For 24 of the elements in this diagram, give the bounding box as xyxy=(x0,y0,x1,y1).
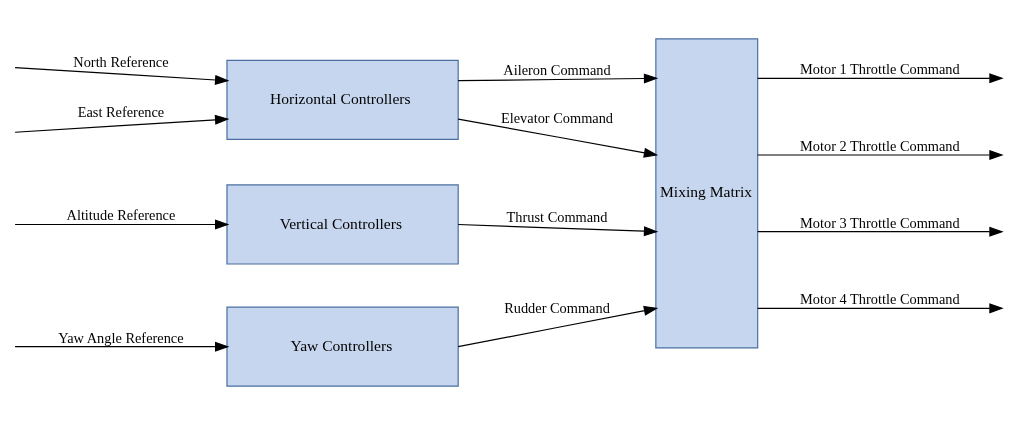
edge-label: Thrust Command xyxy=(506,208,608,225)
edge-label: Aileron Command xyxy=(503,61,611,78)
arrow xyxy=(14,66,230,85)
arrow xyxy=(757,72,1004,83)
edge-label: Altitude Reference xyxy=(66,206,176,223)
edge-label: Yaw Angle Reference xyxy=(58,329,184,346)
edge-label: Rudder Command xyxy=(504,299,610,316)
edge-label: Motor 3 Throttle Command xyxy=(800,214,960,231)
edge-label: Motor 2 Throttle Command xyxy=(800,137,960,154)
arrow xyxy=(14,341,230,352)
arrow xyxy=(757,226,1004,237)
edge-label: Elevator Command xyxy=(500,109,614,126)
arrow xyxy=(457,72,659,83)
arrow xyxy=(457,223,659,236)
arrow xyxy=(14,114,230,133)
arrow xyxy=(457,305,659,347)
edge-label: East Reference xyxy=(77,103,165,120)
arrow xyxy=(14,218,230,229)
arrow xyxy=(757,149,1004,160)
edge-label: Motor 1 Throttle Command xyxy=(800,60,960,77)
arrow xyxy=(757,302,1004,313)
edge-label: North Reference xyxy=(73,53,169,70)
arrow xyxy=(457,117,659,158)
edge-label: Motor 4 Throttle Command xyxy=(800,290,960,307)
